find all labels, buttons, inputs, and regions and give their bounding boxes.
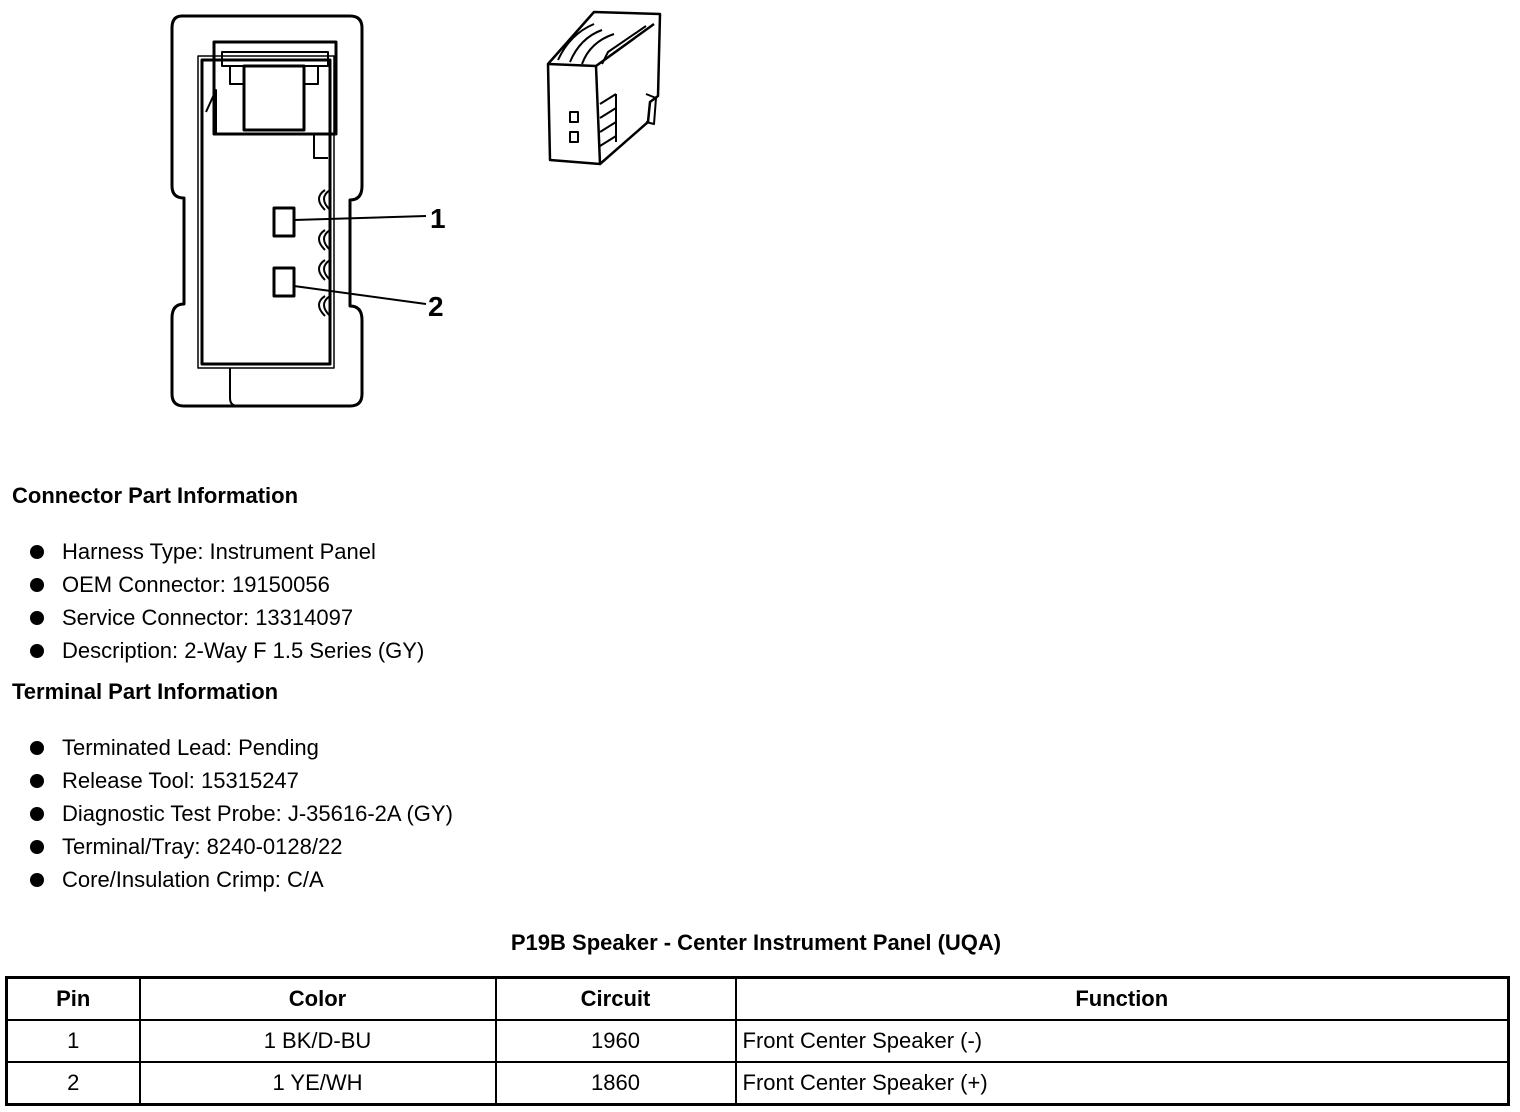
list-item: Release Tool: 15315247 (28, 764, 453, 797)
column-header-function: Function (734, 976, 1510, 1021)
bullet-icon (30, 545, 44, 559)
list-item: Description: 2-Way F 1.5 Series (GY) (28, 634, 424, 667)
pinout-table: Pin Color Circuit Function 1 1 BK/D-BU 1… (5, 976, 1510, 1106)
column-header-circuit: Circuit (494, 976, 737, 1021)
connector-isometric-view (546, 10, 662, 166)
connector-face-diagram: 1 2 (170, 14, 446, 408)
pin-label-1: 1 (430, 203, 446, 234)
list-item: Diagnostic Test Probe: J-35616-2A (GY) (28, 797, 453, 830)
bullet-icon (30, 774, 44, 788)
cell-color: 1 BK/D-BU (138, 1019, 497, 1063)
list-item: Terminal/Tray: 8240-0128/22 (28, 830, 453, 863)
list-item: Core/Insulation Crimp: C/A (28, 863, 453, 896)
cell-pin: 2 (5, 1061, 141, 1106)
bullet-icon (30, 807, 44, 821)
connector-info-title: Connector Part Information (12, 483, 299, 508)
bullet-icon (30, 644, 44, 658)
list-item: Harness Type: Instrument Panel (28, 535, 424, 568)
bullet-icon (30, 873, 44, 887)
bullet-icon (30, 840, 44, 854)
pinout-table-title: P19B Speaker - Center Instrument Panel (… (510, 930, 1002, 955)
cell-pin: 1 (5, 1019, 141, 1063)
bullet-icon (30, 611, 44, 625)
pin-label-2: 2 (428, 291, 444, 322)
cell-color: 1 YE/WH (138, 1061, 497, 1106)
table-row: 2 1 YE/WH 1860 Front Center Speaker (+) (5, 1061, 1510, 1106)
cell-function: Front Center Speaker (-) (734, 1019, 1510, 1063)
table-row: 1 1 BK/D-BU 1960 Front Center Speaker (-… (5, 1019, 1510, 1063)
cell-function: Front Center Speaker (+) (734, 1061, 1510, 1106)
terminal-info-list: Terminated Lead: Pending Release Tool: 1… (28, 731, 453, 896)
column-header-color: Color (138, 976, 497, 1021)
bullet-icon (30, 741, 44, 755)
terminal-info-title: Terminal Part Information (12, 679, 279, 704)
table-header-row: Pin Color Circuit Function (5, 976, 1510, 1021)
column-header-pin: Pin (5, 976, 141, 1021)
bullet-icon (30, 578, 44, 592)
cell-circuit: 1960 (494, 1019, 737, 1063)
list-item: OEM Connector: 19150056 (28, 568, 424, 601)
connector-info-list: Harness Type: Instrument Panel OEM Conne… (28, 535, 424, 667)
list-item: Service Connector: 13314097 (28, 601, 424, 634)
cell-circuit: 1860 (494, 1061, 737, 1106)
list-item: Terminated Lead: Pending (28, 731, 453, 764)
